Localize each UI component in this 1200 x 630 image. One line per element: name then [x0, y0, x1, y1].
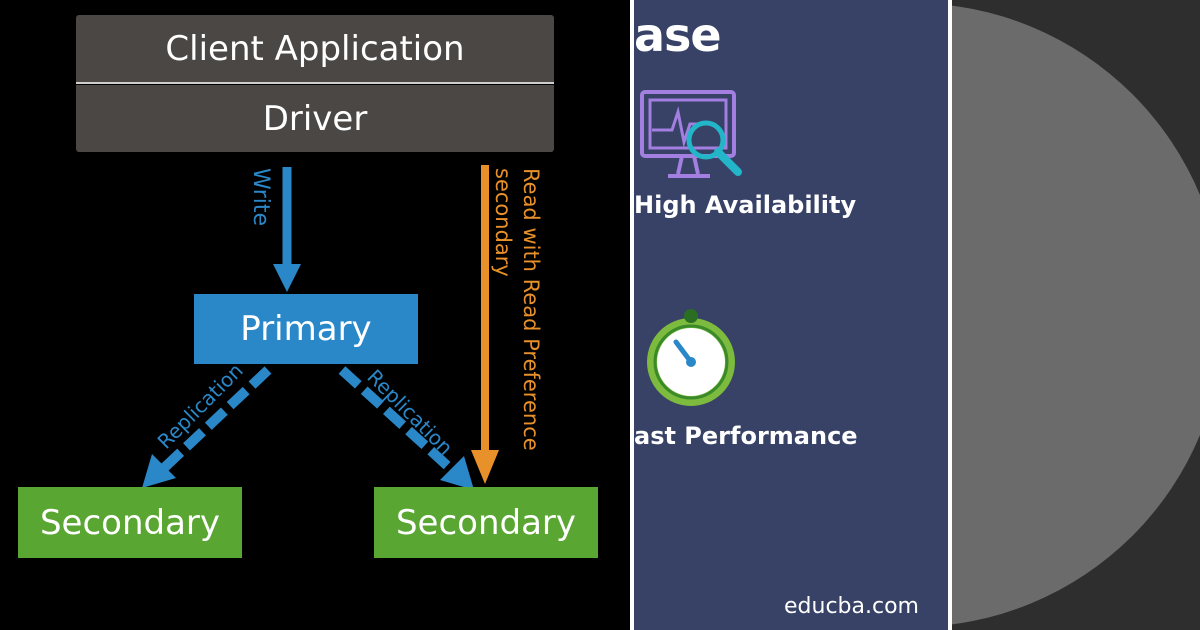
- feature-fast-performance: ast Performance: [634, 422, 858, 450]
- secondary-right-box: Secondary: [374, 487, 598, 558]
- monitor-search-icon: [640, 90, 742, 178]
- gauge-icon: [647, 309, 735, 406]
- replication-right-label: Replication: [362, 365, 457, 460]
- panel-divider: [948, 0, 952, 630]
- feature-high-availability: High Availability: [634, 191, 857, 219]
- read-preference-arrow: [471, 165, 499, 484]
- write-arrow: [273, 167, 301, 292]
- panel-heading: ase: [634, 8, 722, 62]
- read-preference-label-secondary: secondary: [491, 168, 515, 277]
- replication-left-arrow: [142, 366, 272, 488]
- replica-set-diagram: Client Application Driver Write Read wit…: [18, 15, 598, 558]
- features-panel: ase High Availability ast Performance ed…: [634, 0, 948, 630]
- replication-right-arrow: [338, 366, 474, 490]
- client-application-box: Client Application: [76, 15, 554, 84]
- primary-box: Primary: [194, 294, 418, 364]
- read-preference-label: Read with Read Preference: [519, 168, 543, 451]
- write-label: Write: [248, 168, 273, 226]
- secondary-left-box: Secondary: [18, 487, 242, 558]
- diagram-arrows: Write Read with Read Preference secondar…: [142, 165, 543, 490]
- driver-box: Driver: [76, 85, 554, 152]
- panel-divider: [630, 0, 634, 630]
- decorative-circle: [952, 5, 1200, 625]
- site-watermark: educba.com: [784, 594, 919, 619]
- decorative-panel: [952, 0, 1200, 630]
